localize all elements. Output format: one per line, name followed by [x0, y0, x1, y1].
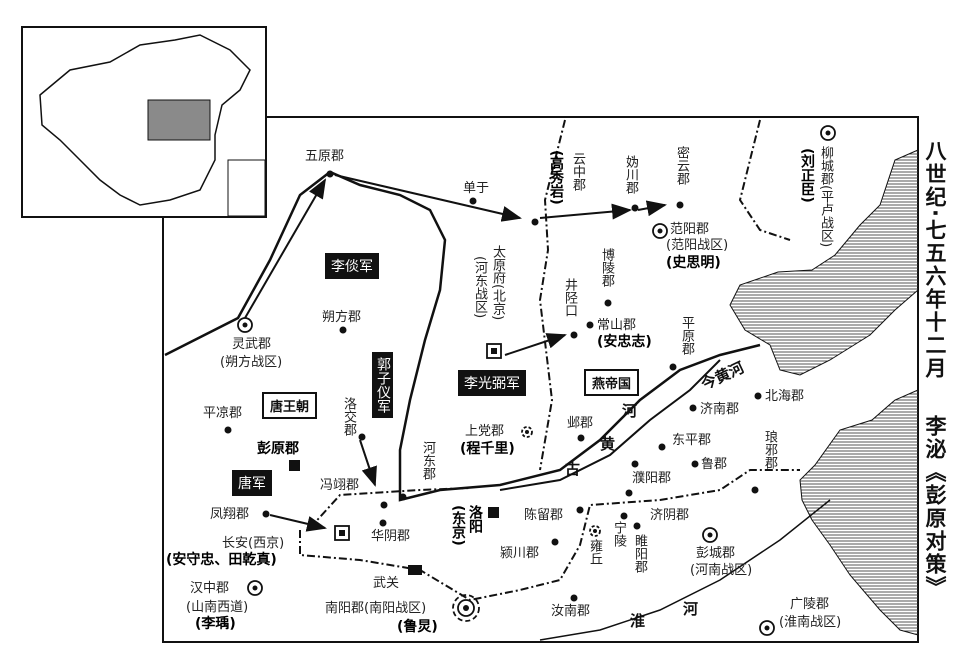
place-fengxiang: 凤翔郡: [210, 507, 250, 522]
place-pingyuan: 平原郡: [679, 316, 694, 355]
state-label-tang: 唐王朝: [262, 392, 318, 419]
place-dots: [224, 170, 762, 602]
place-dongping: 东平郡: [672, 433, 712, 448]
army-label-li-guangbi: 李光弼军: [458, 370, 526, 396]
place-guangling: 广陵郡: [790, 597, 830, 612]
place-shuofang: 朔方郡: [322, 310, 362, 325]
place-dongjing: (东京): [450, 505, 466, 546]
place-jingxing: 井陉口: [562, 278, 577, 317]
place-suiyang: 睢阳郡: [632, 534, 647, 573]
place-pengcheng: 彭城郡: [696, 546, 736, 561]
place-jiyin: 济阴郡: [650, 508, 690, 523]
huai-river: [539, 499, 831, 641]
place-fanyang: 范阳郡: [670, 222, 710, 237]
commander-an-zhongzhi: (安忠志): [597, 334, 652, 350]
place-nanyang: 南阳郡(南阳战区): [325, 601, 427, 616]
place-wuguan: 武关: [373, 576, 400, 591]
capital-symbols: [237, 125, 836, 636]
place-lingwu-zone: (朔方战区): [220, 355, 283, 370]
commander-an-tian: (安守忠、田乾真): [166, 552, 277, 568]
river-label-huai-he: 河: [683, 600, 699, 618]
place-taiyuan-zone: (河东战区): [472, 256, 487, 319]
place-lingwu: 灵武郡: [232, 337, 272, 352]
place-liucheng: 柳城郡(平卢战区): [818, 146, 833, 248]
place-beihai: 北海郡: [765, 389, 805, 404]
place-ningling: 宁陵: [611, 521, 626, 547]
army-label-li-tan: 李倓军: [325, 253, 379, 279]
place-wuyuan: 五原郡: [305, 149, 345, 164]
place-yingchuan: 颍川郡: [500, 546, 540, 561]
place-fengyi: 冯翊郡: [320, 478, 360, 493]
place-chanyu: 单于: [463, 181, 490, 196]
commander-liu-zhengchen: (刘正臣): [799, 148, 815, 203]
river-label-gu: 古: [565, 460, 581, 478]
place-boling: 博陵郡: [599, 248, 614, 287]
commander-shi-siming: (史思明): [666, 255, 721, 271]
army-label-guo-ziyi: 郭子仪军: [372, 352, 393, 418]
place-changshan: 常山郡: [597, 318, 637, 333]
river-label-huai: 淮: [630, 612, 646, 630]
place-changan: 长安(西京): [222, 536, 285, 551]
place-luojiao: 洛交郡: [341, 397, 356, 436]
place-pingliang: 平凉郡: [203, 406, 243, 421]
place-langya: 琅邪郡: [762, 430, 777, 469]
place-shannan: (山南西道): [186, 600, 249, 615]
army-arrows: [244, 174, 667, 532]
place-jinan: 济南郡: [700, 402, 740, 417]
commander-gao-xiuyan: (高秀岩): [548, 150, 564, 205]
commander-li-yu: (李瑀): [195, 616, 236, 632]
place-ye: 邺郡: [567, 416, 594, 431]
place-luoyang: 洛阳: [467, 505, 483, 533]
sea-bohai: [729, 149, 919, 376]
place-hanzhong: 汉中郡: [190, 581, 230, 596]
map-frame: [162, 116, 919, 643]
ancient-yellow-river: [499, 359, 721, 491]
inset-china-map: [21, 26, 267, 218]
place-guichuan: 妫川郡: [623, 155, 638, 194]
frontier-borders: [299, 119, 800, 602]
place-hedong: 河东郡: [420, 441, 435, 480]
place-yunzhong: 云中郡: [570, 152, 585, 191]
map-title-period: 八世纪·七五六年十二月: [923, 140, 947, 380]
place-taiyuan: 太原府(北京): [490, 245, 505, 321]
army-label-tang: 唐军: [232, 470, 272, 496]
river-label-huang: 黄: [600, 435, 616, 453]
place-chenliu: 陈留郡: [524, 508, 564, 523]
place-runan: 汝南郡: [551, 604, 591, 619]
commander-lu-jiong: (鲁炅): [397, 619, 438, 635]
place-shangdang: 上党郡: [465, 424, 505, 439]
commander-cheng-qianli: (程千里): [460, 441, 515, 457]
map-title-subject: 李泌《彭原对策》: [923, 415, 947, 599]
place-huayin: 华阴郡: [371, 529, 411, 544]
place-yongqiu: 雍丘: [587, 539, 602, 565]
place-fanyang-zone: (范阳战区): [666, 238, 729, 253]
sea-yellow: [799, 389, 919, 636]
place-lu: 鲁郡: [701, 457, 728, 472]
place-miyun: 密云郡: [674, 146, 689, 185]
place-puyang: 濮阳郡: [632, 471, 672, 486]
state-label-yan: 燕帝国: [584, 369, 640, 396]
place-huainan-zone: (淮南战区): [779, 615, 842, 630]
place-pengyuan: 彭原郡: [257, 441, 299, 457]
river-label-he: 河: [622, 402, 638, 420]
place-henan-zone: (河南战区): [690, 563, 753, 578]
